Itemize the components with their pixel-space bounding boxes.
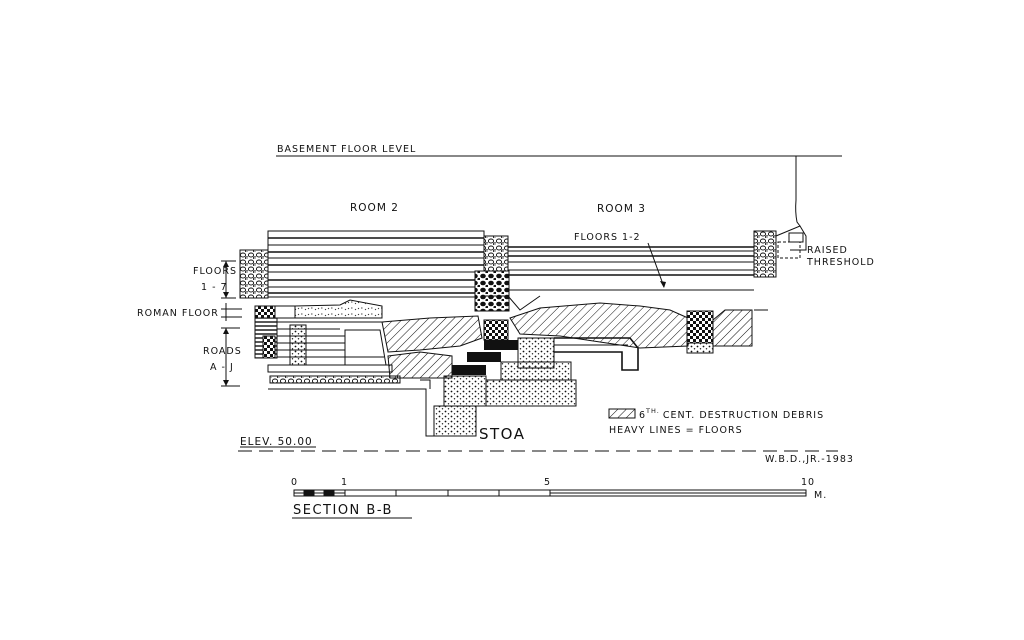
section-title-label: SECTION B-B [293, 503, 393, 518]
stoa-label: STOA [479, 425, 526, 443]
left-annotations: FLOORS 1 - 7 ROMAN FLOOR ROADS A - J [137, 260, 242, 387]
room-3-floors: FLOORS 1-2 RAISED THRESHOLD [484, 225, 875, 311]
legend-debris-label: 6TH.CENT. DESTRUCTION DEBRIS [639, 407, 824, 421]
elevation-datum: ELEV. 50.00 W.B.D.,JR.-1983 [238, 436, 854, 465]
scale-tick-1: 1 [341, 477, 348, 488]
roads-stratigraphy [254, 299, 420, 390]
scale-unit: M. [814, 490, 827, 501]
debris-legend-swatch [608, 408, 636, 419]
legend-lines-label: HEAVY LINES = FLOORS [609, 425, 743, 436]
stoa-deposits: STOA [420, 337, 639, 443]
floors-1-7-label-a: FLOORS [193, 266, 237, 277]
room-3-label: ROOM 3 [597, 203, 646, 215]
basement-floor-level: BASEMENT FLOOR LEVEL [276, 144, 842, 227]
scale-bar: 0 1 5 10 M. [291, 477, 827, 501]
scale-tick-10: 10 [801, 477, 815, 488]
raised-threshold-label-1: RAISED [807, 245, 848, 256]
roads-label-a: ROADS [203, 346, 242, 357]
basement-floor-label: BASEMENT FLOOR LEVEL [277, 144, 416, 155]
floors-1-7-label-b: 1 - 7 [201, 282, 228, 293]
raised-threshold-label-2: THRESHOLD [806, 257, 875, 268]
room-2-label: ROOM 2 [350, 202, 399, 214]
room-2-floors [239, 230, 510, 312]
scale-tick-5: 5 [544, 477, 551, 488]
roads-label-b: A - J [210, 362, 234, 373]
scale-tick-0: 0 [291, 477, 298, 488]
section-title: SECTION B-B [292, 503, 412, 519]
legend: 6TH.CENT. DESTRUCTION DEBRIS HEAVY LINES… [608, 407, 824, 436]
credit-label: W.B.D.,JR.-1983 [765, 454, 854, 465]
floors-1-2-label: FLOORS 1-2 [574, 232, 641, 243]
roman-floor-label: ROMAN FLOOR [137, 308, 219, 319]
destruction-debris [381, 295, 753, 379]
elevation-label: ELEV. 50.00 [240, 436, 313, 448]
